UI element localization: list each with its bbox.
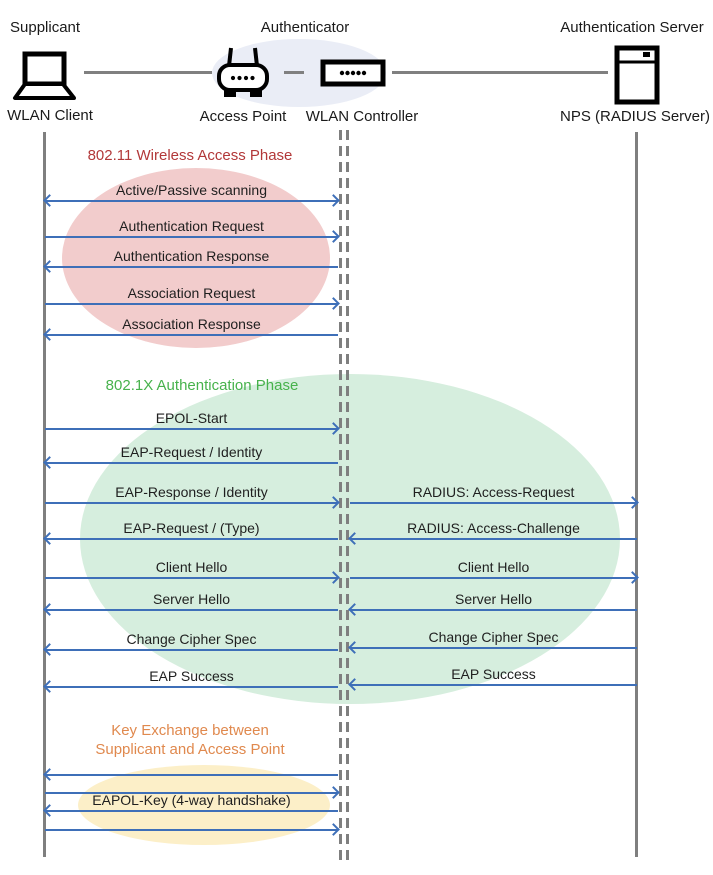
wlan-controller-icon xyxy=(320,59,386,87)
message-association-request: Association Request xyxy=(45,280,340,310)
message-radius-access-request: RADIUS: Access-Request xyxy=(350,479,639,509)
role-label-supplicant: Supplicant xyxy=(10,19,81,36)
message-label: Authentication Request xyxy=(119,218,264,234)
link-controller-server xyxy=(392,71,608,74)
message-server-hello-left: Server Hello xyxy=(43,586,338,616)
role-label-authenticator: Authenticator xyxy=(260,19,350,36)
message-label: Server Hello xyxy=(152,591,231,607)
message-label: Association Request xyxy=(127,285,256,301)
message-arrow-right xyxy=(45,496,340,509)
message-change-cipher-spec-left: Change Cipher Spec xyxy=(43,626,338,656)
message-label: EAP Success xyxy=(451,666,536,682)
message-arrow-right xyxy=(45,571,340,584)
phase-title-key-exchange-line1: Key Exchange between xyxy=(111,722,269,739)
message-label: Active/Passive scanning xyxy=(116,182,267,198)
phase-title-key-exchange: Key Exchange between Supplicant and Acce… xyxy=(55,721,325,759)
message-arrow-right xyxy=(45,297,340,310)
message-association-response: Association Response xyxy=(43,311,338,341)
message-arrow-both xyxy=(43,194,340,207)
message-arrow-right xyxy=(45,422,340,435)
message-arrow-left xyxy=(43,804,338,817)
message-arrow-left xyxy=(43,603,338,616)
message-change-cipher-spec-right: Change Cipher Spec xyxy=(348,624,637,654)
device-label-wlan-controller: WLAN Controller xyxy=(305,108,419,125)
message-label: EAPOL-Key (4-way handshake) xyxy=(92,792,291,808)
link-ap-controller xyxy=(284,71,304,74)
message-eap-success-right: EAP Success xyxy=(348,661,637,691)
message-client-hello-right: Client Hello xyxy=(350,554,639,584)
phase-ellipse-80211 xyxy=(62,168,330,348)
message-label: EAP-Response / Identity xyxy=(115,484,268,500)
message-arrow-left xyxy=(348,641,637,654)
message-eap-response-identity: EAP-Response / Identity xyxy=(45,479,340,509)
message-label: RADIUS: Access-Request xyxy=(412,484,575,500)
phase-title-8021x: 802.1X Authentication Phase xyxy=(105,377,299,394)
role-label-authentication-server: Authentication Server xyxy=(560,19,704,36)
access-point-icon xyxy=(217,47,269,97)
message-arrow-left xyxy=(348,678,637,691)
lifeline-authenticator-dash-2 xyxy=(346,130,349,860)
message-arrow-left xyxy=(43,643,338,656)
message-epol-start: EPOL-Start xyxy=(45,405,340,435)
message-arrow-right xyxy=(45,786,340,799)
device-label-nps: NPS (RADIUS Server) xyxy=(559,108,711,125)
device-label-wlan-client: WLAN Client xyxy=(7,107,93,124)
message-label: Change Cipher Spec xyxy=(126,631,257,647)
message-arrow-right xyxy=(45,230,340,243)
message-eapol-key-handshake: EAPOL-Key (4-way handshake) xyxy=(43,787,338,817)
arrowhead-right xyxy=(327,823,340,836)
message-arrow-left xyxy=(348,532,637,545)
message-label: Change Cipher Spec xyxy=(428,629,559,645)
message-label: Authentication Response xyxy=(113,248,270,264)
message-server-hello-right: Server Hello xyxy=(348,586,637,616)
message-label: Client Hello xyxy=(457,559,530,575)
lifeline-supplicant xyxy=(43,132,46,857)
message-key-handshake-2 xyxy=(45,769,340,799)
phase-title-key-exchange-line2: Supplicant and Access Point xyxy=(95,741,285,758)
message-label: Association Response xyxy=(122,316,261,332)
message-label: EAP-Request / Identity xyxy=(120,444,263,460)
laptop-icon xyxy=(13,51,76,100)
server-icon xyxy=(614,45,660,105)
message-arrow-left xyxy=(348,603,637,616)
link-client-ap xyxy=(84,71,212,74)
message-label: EAP-Request / (Type) xyxy=(123,520,260,536)
phase-title-80211: 802.11 Wireless Access Phase xyxy=(87,147,293,164)
lifeline-authenticator-dash-1 xyxy=(339,130,342,860)
message-authentication-request: Authentication Request xyxy=(45,213,340,243)
message-arrow-left xyxy=(43,768,338,781)
phase-ellipse-key-exchange xyxy=(78,765,330,845)
message-client-hello-left: Client Hello xyxy=(45,554,340,584)
message-arrow-right xyxy=(45,823,340,836)
message-label: EPOL-Start xyxy=(155,410,228,426)
message-eap-success-left: EAP Success xyxy=(43,663,338,693)
message-arrow-left xyxy=(43,260,338,273)
message-arrow-left xyxy=(43,532,338,545)
message-eap-request-type: EAP-Request / (Type) xyxy=(43,515,338,545)
message-active-passive-scanning: Active/Passive scanning xyxy=(43,177,340,207)
message-arrow-right xyxy=(350,496,639,509)
message-authentication-response: Authentication Response xyxy=(43,243,338,273)
message-arrow-left xyxy=(43,456,338,469)
message-label: Client Hello xyxy=(155,559,228,575)
device-label-access-point: Access Point xyxy=(199,108,287,125)
message-arrow-left xyxy=(43,680,338,693)
message-label: EAP Success xyxy=(149,668,234,684)
message-label: Server Hello xyxy=(454,591,533,607)
message-radius-access-challenge: RADIUS: Access-Challenge xyxy=(348,515,637,545)
lifeline-authentication-server xyxy=(635,132,638,857)
message-label: RADIUS: Access-Challenge xyxy=(407,520,580,536)
message-key-handshake-1 xyxy=(43,751,338,781)
message-eap-request-identity: EAP-Request / Identity xyxy=(43,439,338,469)
message-arrow-right xyxy=(350,571,639,584)
message-key-handshake-4 xyxy=(45,806,340,836)
message-arrow-left xyxy=(43,328,338,341)
